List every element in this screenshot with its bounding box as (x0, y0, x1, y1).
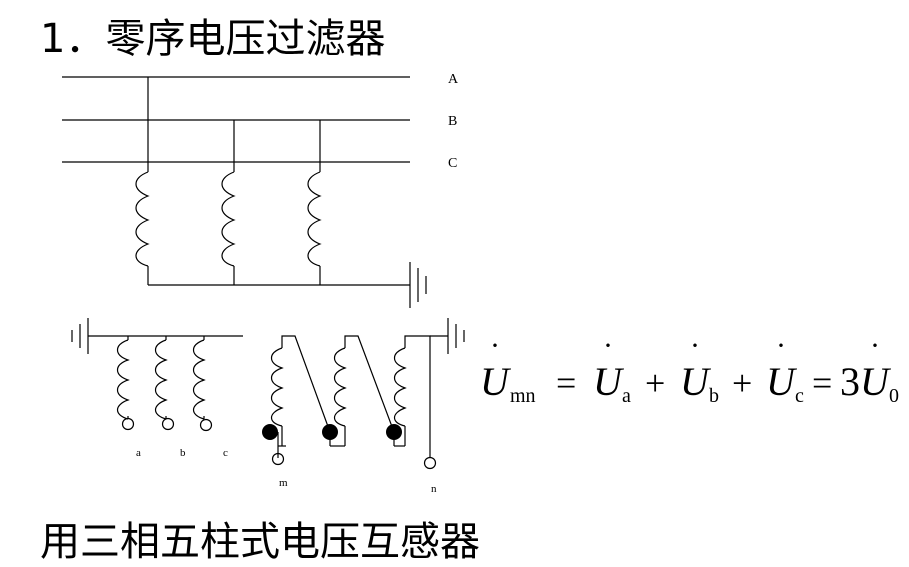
bus-label-b: B (448, 114, 457, 129)
primary-coil-a (135, 171, 150, 267)
terminal-n (423, 456, 437, 470)
secondary-coil-c (192, 339, 206, 420)
bus-label-a: A (448, 72, 459, 87)
secondary-ground-icon (71, 318, 89, 354)
secondary-label-a: a (136, 447, 141, 459)
primary-ground-icon (409, 262, 427, 308)
polarity-dot-3 (386, 424, 402, 440)
bus-label-c: C (448, 156, 457, 171)
secondary-label-c: c (223, 447, 228, 459)
equation: U · mn = U · a + U · b + U · c = 3 U · 0 (480, 329, 899, 407)
svg-text:·: · (870, 329, 880, 362)
eq-lhs-base: U (480, 359, 512, 404)
eq-t1-base: U (593, 359, 625, 404)
eq-t2-sub: b (709, 385, 719, 407)
tertiary-coil-1 (270, 347, 284, 427)
eq-t3-sub: c (795, 385, 804, 407)
eq-equals-1: = (556, 363, 576, 403)
tertiary-coil-3 (393, 347, 407, 427)
tertiary-ground-icon (447, 318, 465, 354)
terminal-label-n: n (431, 483, 437, 495)
eq-t4-sub: 0 (889, 385, 899, 407)
slide-title: 1．零序电压过滤器 (40, 16, 386, 62)
primary-coil-c (307, 171, 322, 267)
secondary-coil-a (116, 339, 130, 420)
polarity-dot-2 (322, 424, 338, 440)
tertiary-coil-2 (333, 347, 347, 427)
svg-text:·: · (776, 329, 786, 362)
polarity-dot-1 (262, 424, 278, 440)
primary-coil-b (221, 171, 236, 267)
eq-equals-2: = (812, 363, 832, 403)
terminal-c (199, 418, 213, 432)
eq-t1-sub: a (622, 385, 631, 407)
eq-plus-1: + (645, 363, 665, 403)
eq-plus-2: + (732, 363, 752, 403)
eq-lhs-sub: mn (510, 385, 536, 407)
svg-text:·: · (490, 329, 500, 362)
terminal-label-m: m (279, 477, 288, 489)
slide-caption: 用三相五柱式电压互感器 (40, 519, 480, 565)
svg-text:·: · (603, 329, 613, 362)
eq-t2-base: U (680, 359, 712, 404)
terminal-m (271, 452, 285, 466)
svg-text:·: · (690, 329, 700, 362)
eq-t4-base: U (860, 359, 892, 404)
eq-t3-base: U (766, 359, 798, 404)
terminal-a (121, 417, 135, 431)
secondary-label-b: b (180, 447, 186, 459)
secondary-coil-b (154, 339, 168, 420)
terminal-b (161, 417, 175, 431)
eq-coef: 3 (840, 359, 860, 404)
